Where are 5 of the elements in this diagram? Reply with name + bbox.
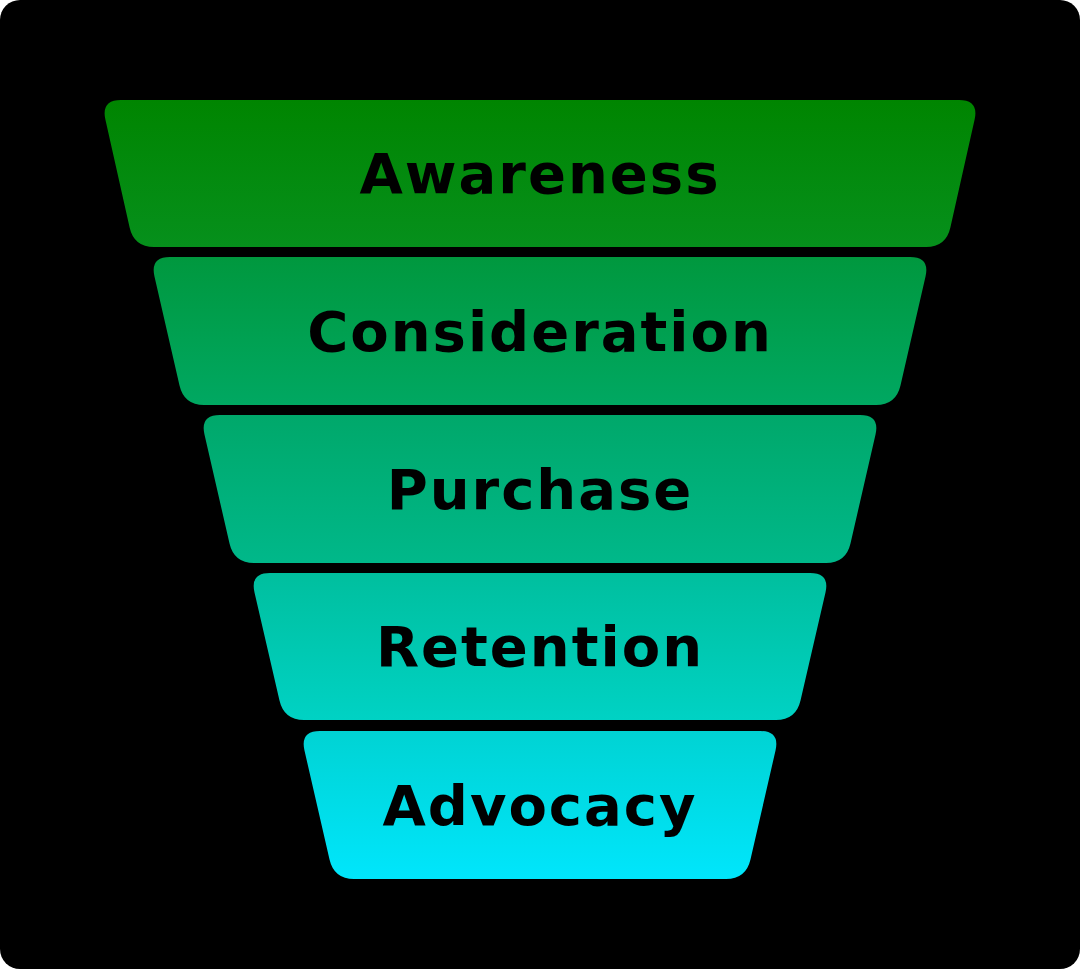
- stage-label: Purchase: [386, 456, 694, 522]
- stage-label: Retention: [376, 614, 704, 679]
- stage-label: Consideration: [307, 298, 773, 364]
- stage-label: Awareness: [359, 141, 721, 206]
- stage-label: Advocacy: [382, 772, 698, 838]
